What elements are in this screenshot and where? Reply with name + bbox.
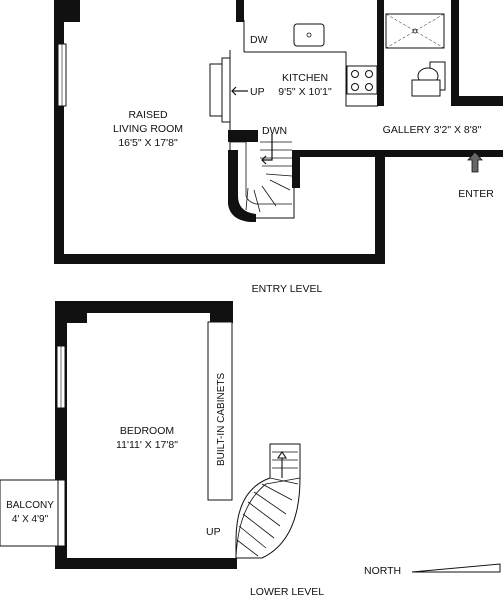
entry-down-label: DWN <box>262 125 287 137</box>
bath-west-wall <box>377 0 384 106</box>
living-room-south-wall <box>54 254 385 264</box>
bath-vanity <box>411 79 441 97</box>
kitchen-counter <box>244 51 378 107</box>
enter-arrow-icon <box>467 151 483 173</box>
lower-spiral-stair <box>235 443 301 559</box>
lower-level-plan: BUILT-IN CABINETS BALCONY 4' X 4'9" <box>0 301 324 598</box>
northwest-pier <box>54 0 80 22</box>
stair-east-wall <box>292 150 300 188</box>
kitchen-sink <box>293 23 325 47</box>
kitchen-label: KITCHEN <box>282 72 328 84</box>
lower-up-label: UP <box>206 526 221 538</box>
balcony-label: BALCONY <box>6 500 54 511</box>
bedroom-north-wall <box>55 301 233 313</box>
bedroom-dims: 11'11' X 17'8" <box>116 439 178 451</box>
living-room-dims: 16'5" X 17'8" <box>118 137 178 149</box>
gallery-label: GALLERY 3'2" X 8'8" <box>383 124 482 136</box>
kitchen-dims: 9'5" X 10'1" <box>278 86 332 98</box>
built-in-cabinets <box>207 321 233 501</box>
stair-north-wall <box>228 130 258 142</box>
balcony-dims: 4' X 4'9" <box>12 514 49 525</box>
gallery-north-wall <box>451 96 503 106</box>
entry-level-plan: RAISED LIVING ROOM 16'5" X 17'8" DW KITC… <box>54 0 503 295</box>
cabinets-label: BUILT-IN CABINETS <box>216 373 227 466</box>
bedroom-label: BEDROOM <box>120 425 174 437</box>
kitchen-west-pier <box>236 0 244 22</box>
living-room-label: RAISED <box>128 109 168 121</box>
north-arrow-icon <box>411 563 501 573</box>
bedroom-south-wall <box>55 558 237 569</box>
up-arrow-icon <box>276 451 288 478</box>
entry-spiral-stair <box>228 134 295 222</box>
gallery-south-wall <box>299 150 503 157</box>
living-room-east-wall <box>375 150 385 264</box>
kitchen-stove <box>346 65 378 95</box>
entry-up-label: UP <box>250 86 265 98</box>
raised-platform-step <box>209 63 223 117</box>
lower-level-label: LOWER LEVEL <box>250 586 324 598</box>
balcony <box>0 479 59 547</box>
living-room-west-wall <box>54 0 64 264</box>
dishwasher-label: DW <box>250 34 268 46</box>
down-arrow-icon <box>262 134 273 161</box>
bath-east-wall <box>451 0 459 106</box>
north-indicator: NORTH <box>364 563 501 577</box>
enter-label: ENTER <box>458 188 494 200</box>
entry-level-label: ENTRY LEVEL <box>252 283 323 295</box>
bedroom-nw-pier <box>55 301 87 323</box>
bedroom-ne-pier <box>210 301 233 323</box>
living-room-label-2: LIVING ROOM <box>113 123 183 135</box>
north-label: NORTH <box>364 565 401 577</box>
